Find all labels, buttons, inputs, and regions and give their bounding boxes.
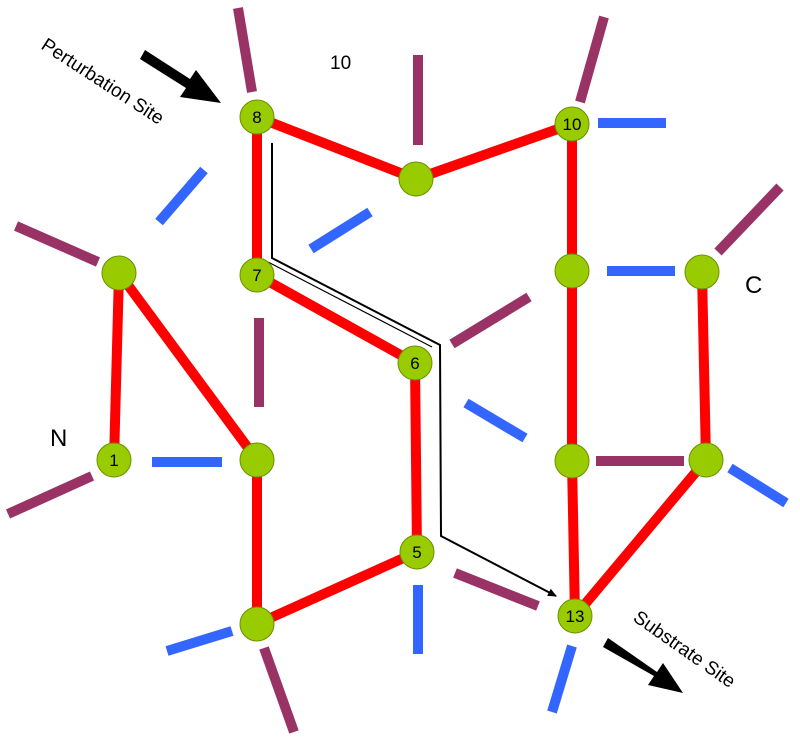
node-label-6: 6 xyxy=(410,354,419,373)
edge xyxy=(252,270,420,368)
perturbation-arrow-icon xyxy=(140,50,221,103)
network-nodes xyxy=(96,99,724,642)
edge xyxy=(252,112,421,184)
stick-blue xyxy=(308,207,373,254)
stick-purple xyxy=(575,15,609,104)
node-left xyxy=(101,255,137,291)
stick-purple xyxy=(714,183,784,256)
edge xyxy=(410,358,422,557)
node-label-1: 1 xyxy=(109,451,118,470)
stick-purple xyxy=(453,568,540,611)
stick-blue xyxy=(463,398,528,443)
node-bottom-left xyxy=(239,606,275,642)
perturbation-site-label: Perturbation Site xyxy=(37,35,167,130)
node-right-lower xyxy=(554,443,590,479)
node-right-c-lower xyxy=(688,442,724,478)
edge xyxy=(114,268,262,465)
top-number-label: 10 xyxy=(330,53,351,74)
node-8 xyxy=(239,99,275,135)
node-right-upper xyxy=(554,253,590,289)
node-label-13: 13 xyxy=(566,607,585,626)
edge xyxy=(411,119,577,184)
node-5 xyxy=(399,534,435,570)
substrate-arrow-icon xyxy=(603,638,683,693)
node-label-10: 10 xyxy=(563,115,582,134)
node-7 xyxy=(239,257,275,293)
c-terminus-label: C xyxy=(745,272,762,299)
node-label-7: 7 xyxy=(252,266,261,285)
edge xyxy=(570,455,711,621)
edge xyxy=(697,267,711,465)
communication-path-inner-line xyxy=(267,261,433,348)
node-c xyxy=(684,254,720,290)
n-terminus-label: N xyxy=(50,425,67,452)
node-13 xyxy=(557,598,593,634)
node-top-middle xyxy=(398,161,434,197)
blue-sticks xyxy=(152,118,789,714)
stick-purple xyxy=(13,221,101,267)
edge xyxy=(252,547,422,629)
substrate-site-label: Substrate Site xyxy=(629,607,739,693)
stick-purple xyxy=(449,292,532,349)
stick-blue xyxy=(165,626,234,656)
purple-sticks xyxy=(5,7,784,734)
node-6 xyxy=(397,345,433,381)
stick-purple xyxy=(259,646,299,734)
stick-blue xyxy=(547,644,577,714)
stick-blue xyxy=(727,463,789,508)
node-labels: 8 10 7 6 1 5 13 xyxy=(109,108,584,626)
edge xyxy=(109,268,124,465)
node-left-lower xyxy=(239,442,275,478)
node-1 xyxy=(96,442,132,478)
stick-purple xyxy=(5,471,95,519)
node-label-5: 5 xyxy=(412,543,421,562)
node-10 xyxy=(554,106,590,142)
network-edges xyxy=(109,112,711,629)
edge xyxy=(567,456,580,621)
stick-purple xyxy=(233,7,257,93)
stick-blue xyxy=(155,166,208,226)
communication-path-arrow xyxy=(271,143,557,597)
node-label-8: 8 xyxy=(252,108,261,127)
